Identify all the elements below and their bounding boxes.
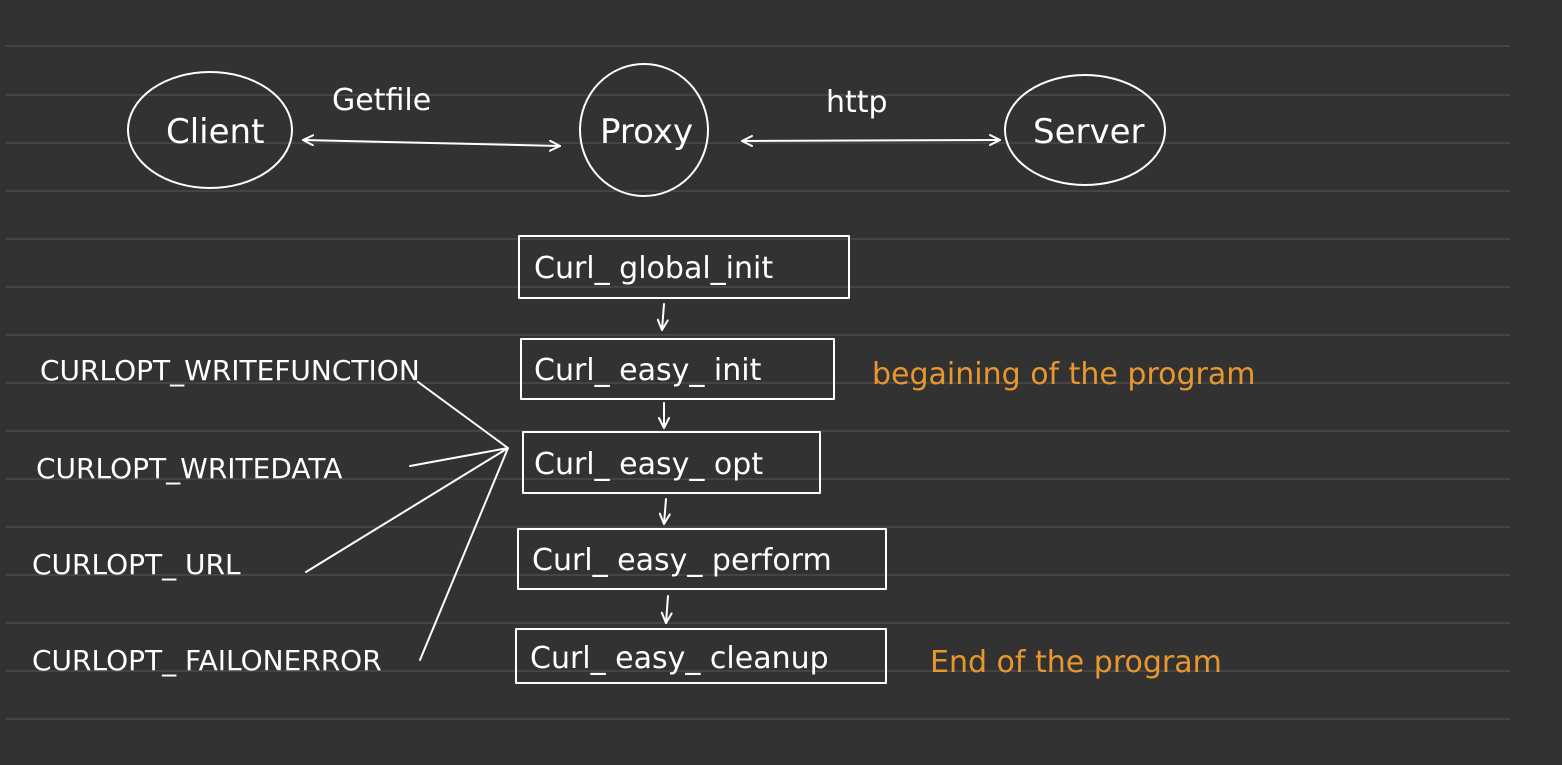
option-connectors — [305, 381, 509, 661]
proxy-label: Proxy — [600, 112, 693, 152]
step-easy-perform: Curl_ easy_ perform — [517, 528, 887, 590]
client-proxy-arrow — [302, 134, 561, 152]
option-label: CURLOPT_ FAILONERROR — [32, 644, 382, 677]
step-global-init: Curl_ global_init — [518, 235, 850, 299]
server-label: Server — [1033, 112, 1145, 152]
option-writefunction: CURLOPT_WRITEFUNCTION — [40, 354, 420, 387]
connector-writefunction — [417, 381, 509, 449]
step-label: Curl_ easy_ opt — [534, 447, 763, 482]
down-arrow — [658, 498, 671, 525]
down-arrow — [660, 595, 673, 624]
step-arrows — [656, 303, 673, 624]
server-node: Server — [1004, 74, 1166, 186]
option-label: CURLOPT_WRITEFUNCTION — [40, 354, 420, 387]
option-failonerror: CURLOPT_ FAILONERROR — [32, 644, 382, 677]
option-url: CURLOPT_ URL — [32, 548, 241, 581]
connector-failonerror — [419, 447, 509, 661]
proxy-server-edge: http — [741, 85, 1001, 147]
step-box — [517, 528, 887, 590]
server-ellipse — [1004, 74, 1166, 186]
note-end: End of the program — [930, 645, 1222, 680]
step-label: Curl_ easy_ cleanup — [530, 641, 829, 676]
step-easy-init: Curl_ easy_ init — [520, 338, 835, 400]
proxy-node: Proxy — [579, 63, 709, 197]
step-box — [518, 235, 850, 299]
step-box — [515, 628, 887, 684]
step-box — [522, 431, 821, 494]
step-label: Curl_ global_init — [534, 251, 773, 286]
down-arrow — [656, 303, 669, 331]
step-label: Curl_ easy_ perform — [532, 543, 832, 578]
note-end-text: End of the program — [930, 645, 1222, 680]
proxy-ellipse — [579, 63, 709, 197]
client-node: Client — [127, 71, 293, 189]
client-proxy-edge-label: Getfile — [332, 83, 431, 118]
option-label: CURLOPT_WRITEDATA — [36, 452, 342, 485]
connector-url — [305, 447, 509, 573]
proxy-server-edge-label: http — [826, 85, 888, 120]
step-label: Curl_ easy_ init — [534, 353, 762, 388]
note-beginning-text: begaining of the program — [872, 357, 1255, 392]
client-ellipse — [127, 71, 293, 189]
step-easy-opt: Curl_ easy_ opt — [522, 431, 821, 494]
connector-writedata — [409, 447, 509, 467]
option-label: CURLOPT_ URL — [32, 548, 241, 581]
client-proxy-edge: Getfile — [302, 83, 561, 152]
client-label: Client — [166, 112, 264, 152]
note-beginning: begaining of the program — [872, 357, 1255, 392]
ruled-lines — [5, 45, 1510, 720]
step-box — [520, 338, 835, 400]
proxy-server-arrow — [741, 134, 1001, 147]
step-easy-cleanup: Curl_ easy_ cleanup — [515, 628, 887, 684]
option-writedata: CURLOPT_WRITEDATA — [36, 452, 342, 485]
